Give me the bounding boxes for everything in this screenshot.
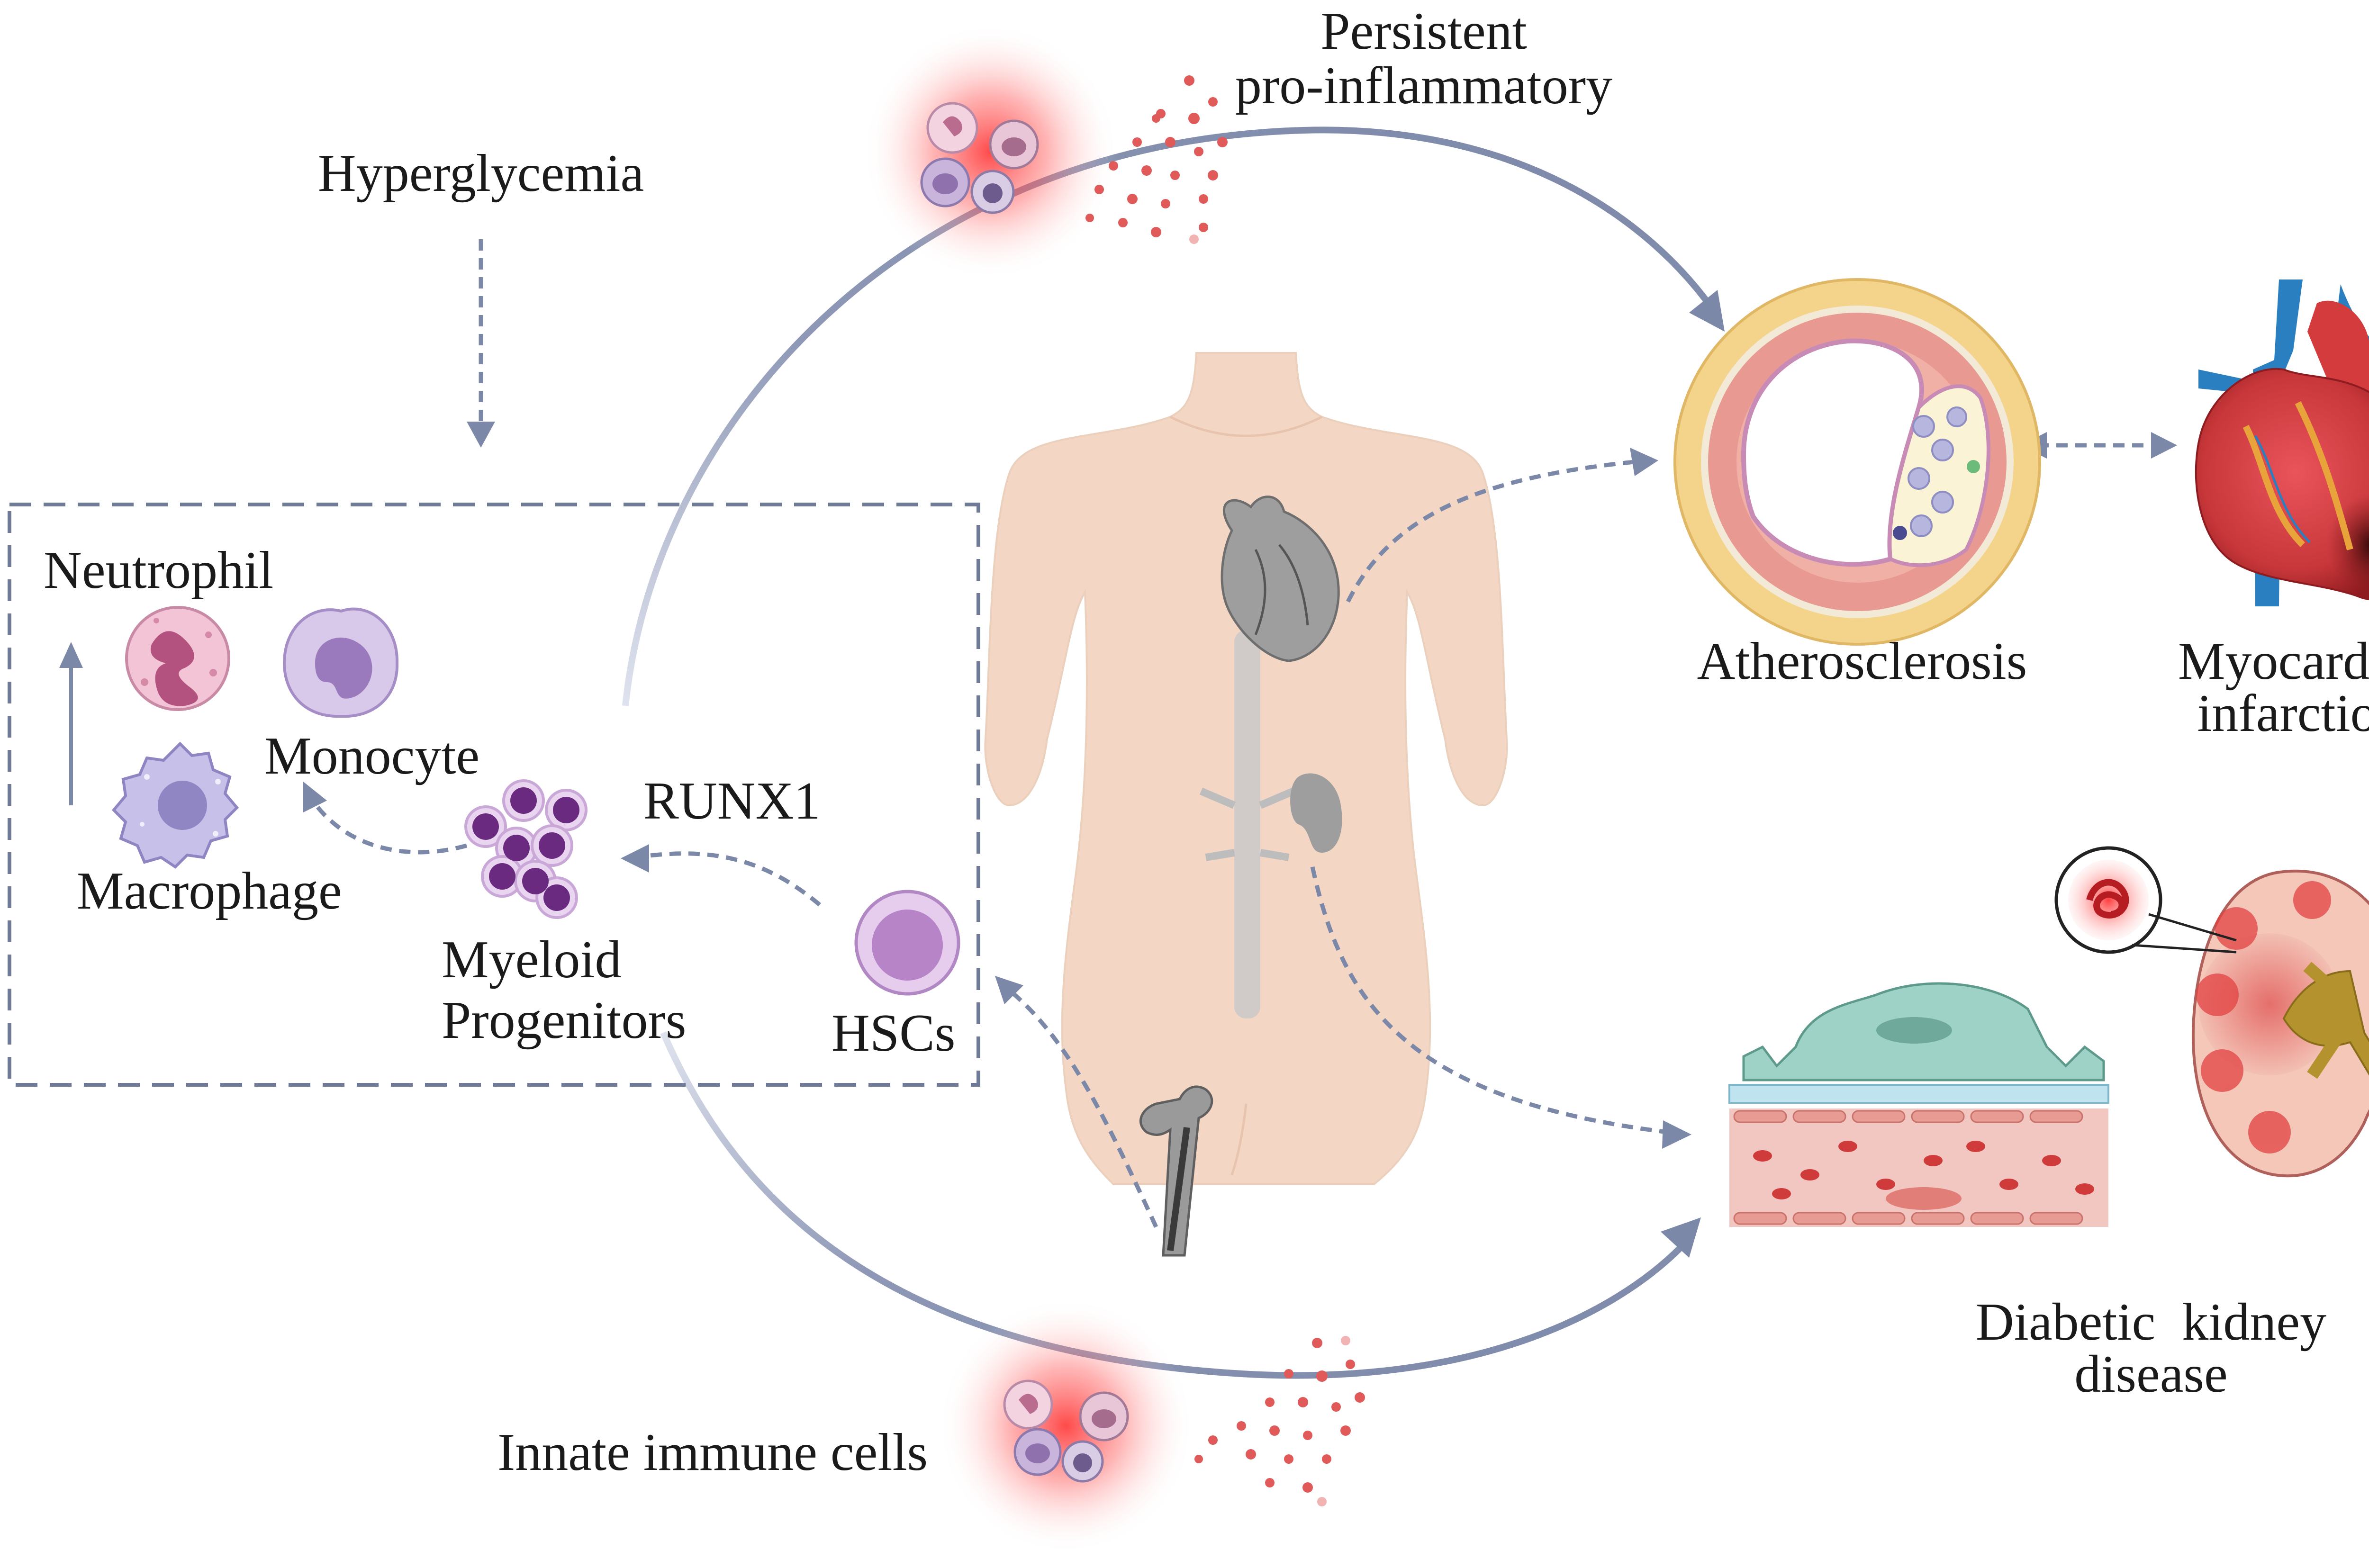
femur-bone <box>1139 1085 1213 1257</box>
artery-cross-section <box>1673 278 2041 646</box>
diabetic-kidney-disease-label-line2: disease <box>2074 1345 2228 1404</box>
top-inflammation-cluster <box>862 24 1228 279</box>
innate-immune-cells-label: Innate immune cells <box>497 1423 928 1482</box>
hscs-label: HSCs <box>832 1004 956 1063</box>
diabetic-kidney-disease-label-line1: Diabetic kidney <box>1975 1293 2327 1352</box>
aorta-spine <box>1199 630 1295 1018</box>
dashed-arrows <box>311 239 2156 1228</box>
endothelial-vessel-layer <box>1728 982 2109 1227</box>
heart-myocardial-infarction <box>2195 279 2369 606</box>
monocyte-cell <box>282 607 399 718</box>
myeloid-progenitor-cluster <box>464 779 588 919</box>
body-heart-grayscale <box>1221 496 1340 662</box>
hscs-to-myeloid-arrow <box>634 851 821 907</box>
runx1-label: RUNX1 <box>643 772 821 830</box>
glomerulus-zoom-circle <box>2054 846 2237 954</box>
myeloid-label-line1: Myeloid <box>442 930 622 989</box>
monocyte-label: Monocyte <box>264 727 480 785</box>
myeloid-to-monocyte-arrow <box>311 799 468 855</box>
hsc-cell <box>854 890 960 996</box>
body-kidney-grayscale <box>1290 773 1342 853</box>
myeloid-label-line2: Progenitors <box>442 991 687 1050</box>
neutrophil-up-arrow <box>59 642 83 805</box>
bone-to-hscs-arrow <box>1008 988 1158 1228</box>
bone-marrow-dashed-box <box>8 503 980 1087</box>
neutrophil-cell <box>125 606 230 711</box>
persistent-label-line2: pro-inflammatory <box>1235 56 1613 115</box>
bottom-arc-arrow <box>660 1031 1701 1379</box>
persistent-label-line1: Persistent <box>1320 2 1527 61</box>
kidney-cross-section <box>2192 869 2369 1178</box>
bottom-inflammation-cluster <box>938 1298 1365 1554</box>
kidney-to-dkd-arrow <box>1310 866 1668 1135</box>
heart-to-atherosclerosis-arrow <box>1346 460 1635 603</box>
macrophage-label: Macrophage <box>77 862 342 920</box>
atherosclerosis-label: Atherosclerosis <box>1697 632 2027 691</box>
myocardial-infarction-label-line1: Myocardial <box>2178 632 2369 691</box>
hyperglycemia-label: Hyperglycemia <box>317 144 644 203</box>
neutrophil-label: Neutrophil <box>44 541 274 600</box>
myocardial-infarction-label-line2: infarction <box>2197 684 2369 743</box>
macrophage-cell <box>111 741 239 869</box>
top-arc-arrow <box>622 126 1725 706</box>
